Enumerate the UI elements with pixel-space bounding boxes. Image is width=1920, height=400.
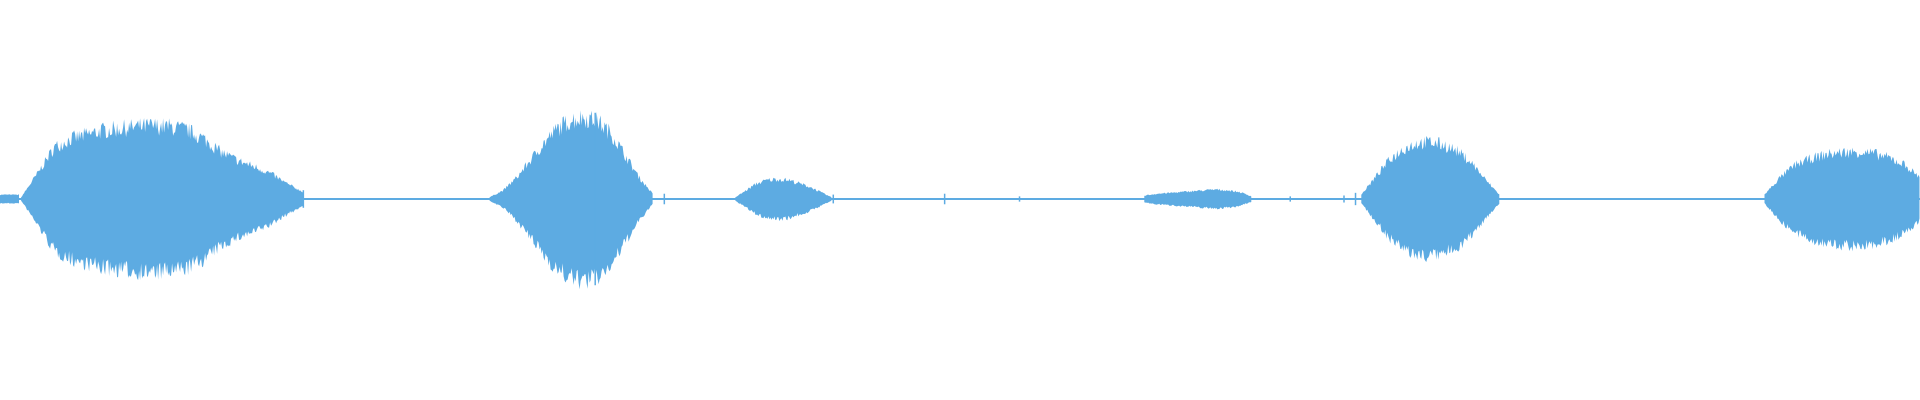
waveform-segment (0, 194, 19, 204)
waveform-spike (1343, 195, 1345, 203)
waveform-spike (1018, 196, 1021, 202)
waveform-segment (1361, 136, 1500, 262)
waveform-spike (943, 193, 946, 205)
waveform-segment (21, 118, 304, 281)
waveform-spike (594, 112, 596, 286)
waveform-spike (832, 194, 835, 204)
waveform-segment (735, 177, 832, 222)
waveform-spike (1289, 196, 1291, 202)
waveform-baseline (0, 198, 1920, 200)
waveform-spike (1354, 192, 1357, 206)
waveform-segment (1144, 188, 1252, 210)
waveform-spike (663, 193, 666, 205)
waveform-spike (302, 190, 305, 208)
waveform-segment (489, 110, 653, 290)
waveform-segment (1764, 147, 1920, 252)
